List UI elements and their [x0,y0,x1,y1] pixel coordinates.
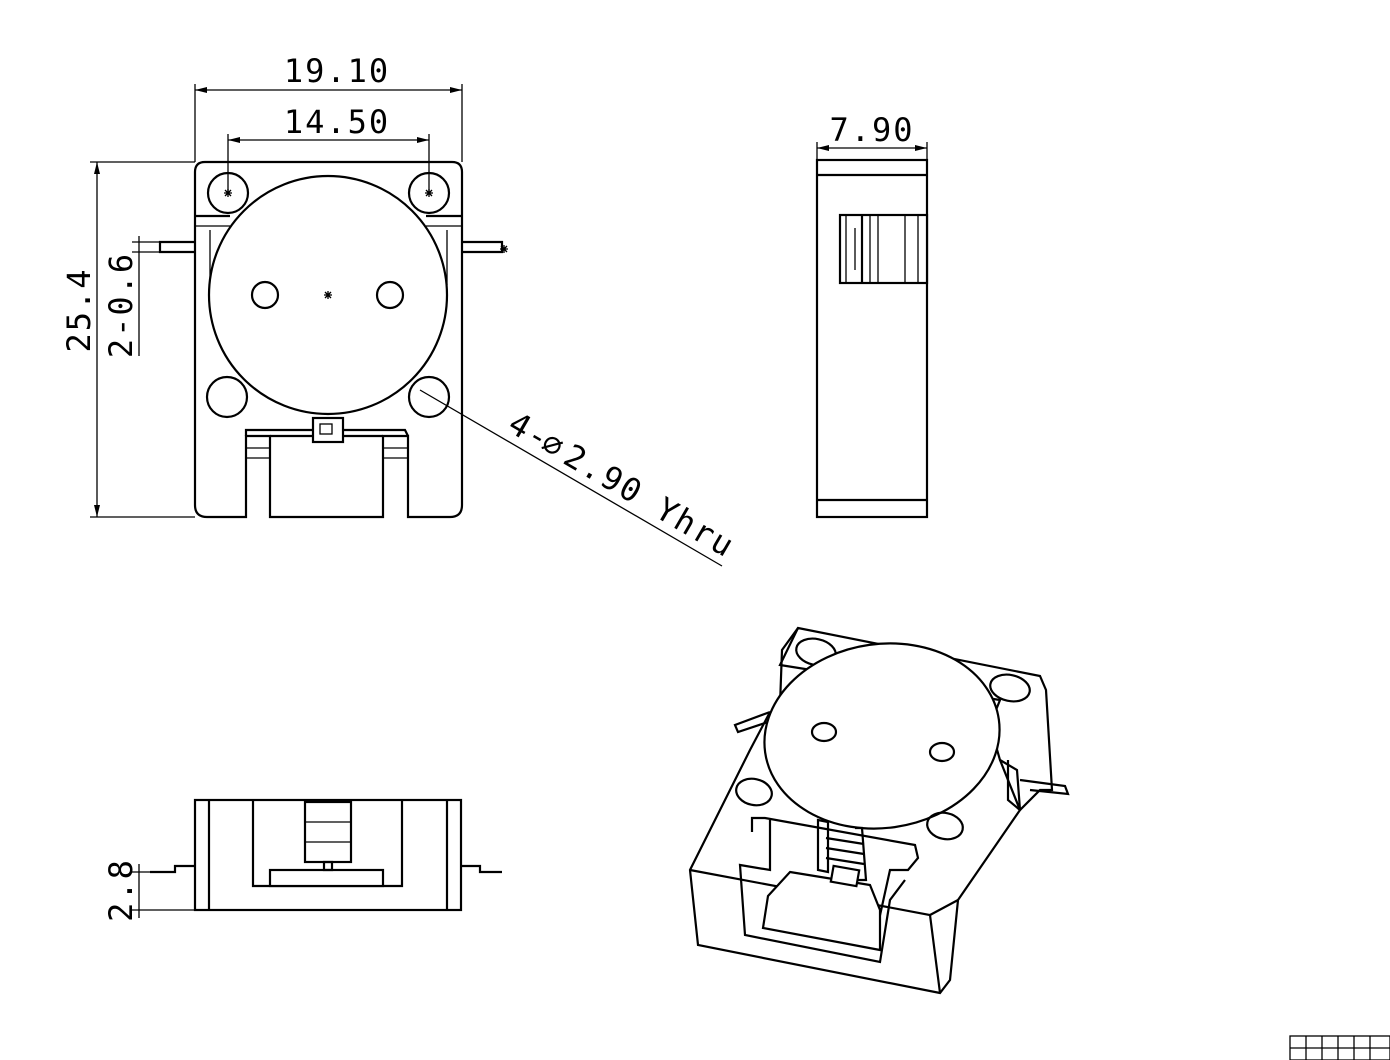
connector-recess-lines [246,447,408,459]
dim-side-depth: 7.90 [829,111,914,149]
dim-overall-width: 19.10 [284,52,390,90]
callout-diameter: 2.90 Yhru [557,436,742,565]
iso-pin-left [816,818,830,874]
center-contact [311,416,345,444]
top-view-body-outline [193,160,464,519]
leader-line-holes [419,389,723,567]
dim-overall-height: 25.4 [60,267,98,352]
dim-tab-thickness: 2-0.6 [102,252,140,358]
dim-height-above-tab: 2.8 [102,858,140,922]
side-view-connector [838,213,929,285]
center-contact-inner [319,423,333,435]
iso-left-tab [733,710,771,734]
iso-disc-hole-left [810,721,838,743]
iso-connector-recess [750,816,920,939]
side-view: 7.90 [815,111,929,519]
top-view [158,160,508,519]
side-view-body [815,158,929,519]
front-view-contact-base [268,868,385,888]
right-tab [462,240,504,254]
callout-mounting-holes: 4- ∅ 2.90 Yhru [502,404,742,565]
dim-hole-spacing: 14.50 [284,103,390,141]
disc-hole-left [250,280,280,310]
front-view: 2.8 [102,798,502,922]
iso-front-corner [929,899,959,916]
iso-pin-lines [825,836,865,866]
iso-connector-block [761,870,882,952]
iso-ferrite-disc [763,642,1001,830]
iso-center-contact [829,864,861,888]
iso-hole-back-right [989,673,1031,703]
iso-hole-front-right [926,811,964,841]
isometric-view [688,626,1070,995]
dim-arrows [817,145,927,151]
iso-left-back-edge [778,627,799,706]
iso-right-edge [1006,760,1021,811]
front-right-tab [461,864,502,874]
iso-front-body [688,711,1022,995]
front-view-pin [303,800,353,864]
connector-recess-top [244,428,409,437]
iso-disc-hole-right [928,741,956,763]
left-tab [158,240,195,254]
front-view-pin-tip [322,860,334,872]
front-view-body [193,798,463,912]
disc-hole-right [375,280,405,310]
title-block [1289,1035,1390,1060]
mounting-hole-bottom-left [205,375,249,419]
iso-hole-front-left [735,777,773,807]
front-left-tab [150,864,195,874]
iso-connector-cavity [738,820,906,964]
mounting-hole-bottom-right [407,375,451,419]
iso-right-tab [1019,778,1070,796]
